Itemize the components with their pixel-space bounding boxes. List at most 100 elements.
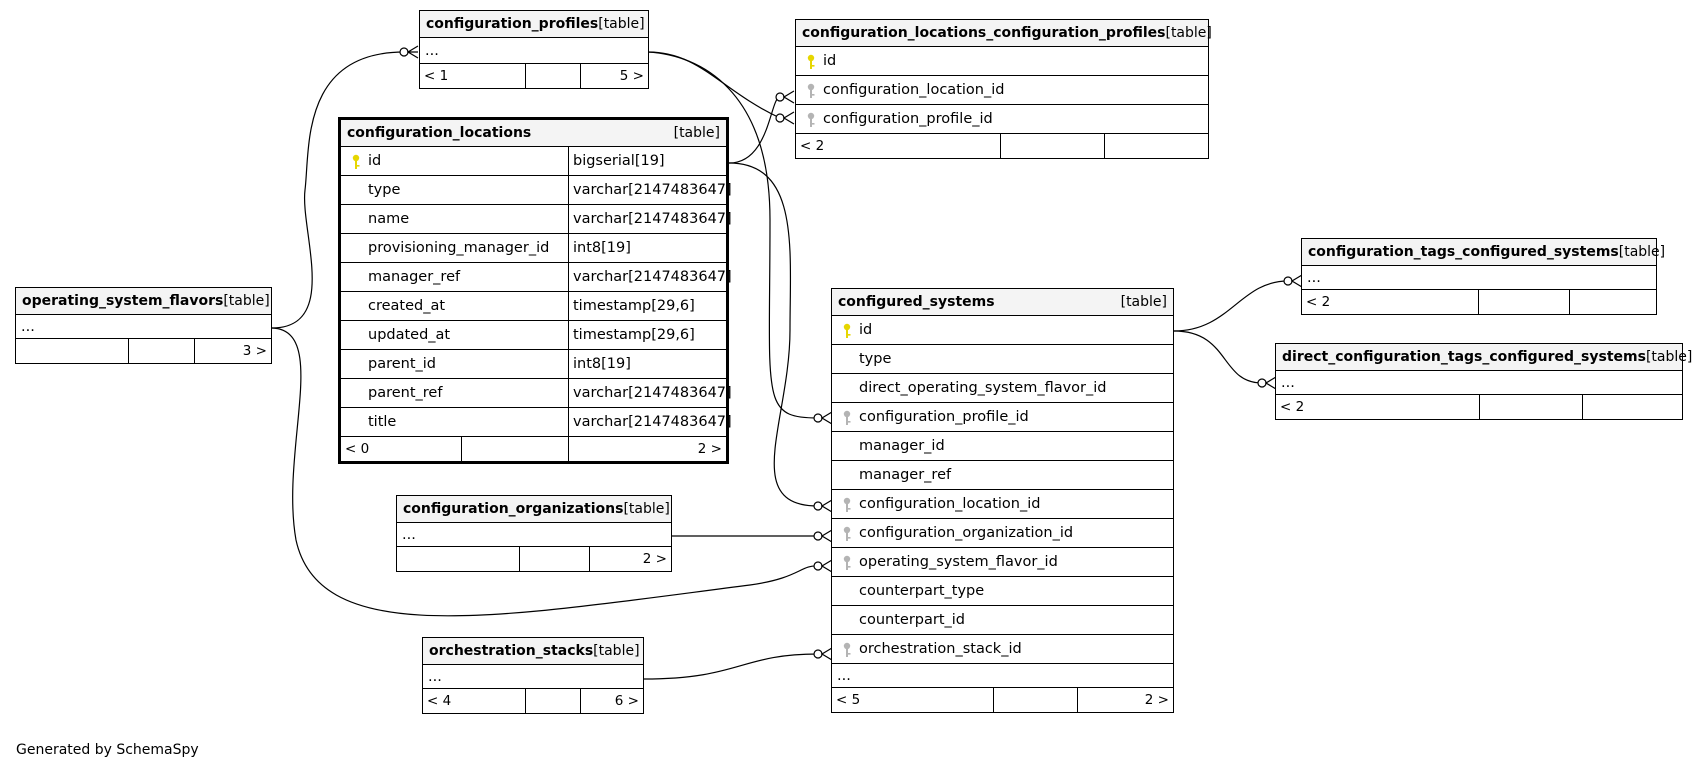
parents-count[interactable]: < 4: [427, 693, 452, 709]
table-tag: [table]: [223, 293, 270, 309]
foreign-key-icon: [843, 642, 851, 657]
children-count[interactable]: [1582, 395, 1682, 419]
table-tag: [table]: [1165, 25, 1212, 41]
column-type: timestamp[29,6]: [568, 321, 726, 349]
table-tag: [table]: [1645, 349, 1693, 365]
table-name: configured_systems: [838, 294, 995, 310]
column-name: manager_ref: [859, 467, 952, 483]
table-direct-configuration-tags-configured-systems[interactable]: direct_configuration_tags_configured_sys…: [1275, 343, 1692, 420]
edge-locations-configured: [728, 162, 819, 507]
column-name: operating_system_flavor_id: [859, 554, 1058, 570]
table-name: configuration_locations_configuration_pr…: [802, 25, 1166, 41]
parents-count[interactable]: < 2: [800, 138, 825, 154]
column-name: orchestration_stack_id: [859, 641, 1022, 657]
children-count[interactable]: 6 >: [580, 689, 643, 713]
table-header: configuration_profiles [table]: [420, 11, 648, 38]
table-header: configuration_locations [table]: [341, 120, 726, 147]
edge-stacks-configured: [643, 653, 819, 680]
column-row[interactable]: counterpart_id: [832, 606, 1173, 635]
table-tag: [table]: [673, 125, 720, 141]
column-row[interactable]: orchestration_stack_id: [832, 635, 1173, 664]
column-type: timestamp[29,6]: [568, 292, 726, 320]
children-count[interactable]: [1569, 290, 1656, 314]
column-row[interactable]: configuration_organization_id: [832, 519, 1173, 548]
table-name: operating_system_flavors: [22, 293, 224, 309]
column-name: manager_id: [859, 438, 945, 454]
column-row[interactable]: counterpart_type: [832, 577, 1173, 606]
table-configuration-profiles[interactable]: configuration_profiles [table] ... < 1 5…: [419, 10, 649, 89]
edge-profiles-join: [647, 51, 781, 119]
children-count[interactable]: 2 >: [1077, 688, 1173, 712]
table-tag: [table]: [623, 501, 670, 517]
column-type: varchar[2147483647]: [568, 205, 732, 233]
ellipsis-text: ...: [402, 526, 416, 543]
parents-count[interactable]: < 5: [836, 692, 861, 708]
column-row[interactable]: manager_ref: [832, 461, 1173, 490]
column-name: created_at: [368, 298, 446, 314]
primary-key-icon: [807, 54, 815, 69]
column-name: id: [859, 322, 873, 338]
column-row[interactable]: configuration_location_id: [796, 76, 1208, 105]
more-columns-row: ...: [16, 315, 271, 339]
column-row[interactable]: configuration_location_id: [832, 490, 1173, 519]
column-row[interactable]: type: [832, 345, 1173, 374]
children-count[interactable]: 3 >: [194, 339, 271, 363]
table-configuration-locations-configuration-profiles[interactable]: configuration_locations_configuration_pr…: [795, 19, 1212, 159]
parents-count[interactable]: < 2: [1306, 294, 1331, 310]
parents-count[interactable]: [397, 547, 519, 571]
column-name: configuration_location_id: [859, 496, 1041, 512]
table-header: configuration_tags_configured_systems [t…: [1302, 239, 1665, 266]
table-footer: < 1 5 >: [420, 64, 648, 88]
parents-count[interactable]: < 1: [424, 68, 449, 84]
table-operating-system-flavors[interactable]: operating_system_flavors [table] ... 3 >: [15, 287, 272, 364]
ellipsis-text: ...: [837, 667, 851, 684]
table-name: configuration_locations: [347, 125, 532, 141]
table-configured-systems[interactable]: configured_systems [table] id type direc…: [831, 288, 1174, 713]
column-name: type: [859, 351, 892, 367]
column-row[interactable]: id: [832, 316, 1173, 345]
column-type: varchar[2147483647]: [568, 408, 732, 436]
table-configuration-organizations[interactable]: configuration_organizations [table] ... …: [396, 495, 672, 572]
table-orchestration-stacks[interactable]: orchestration_stacks [table] ... < 4 6 >: [422, 637, 644, 714]
table-tag: [table]: [598, 16, 645, 32]
parents-count[interactable]: [16, 339, 128, 363]
ellipsis-text: ...: [1307, 269, 1321, 286]
parents-count[interactable]: < 0: [345, 441, 370, 457]
column-row[interactable]: direct_operating_system_flavor_id: [832, 374, 1173, 403]
column-type: varchar[2147483647]: [568, 379, 732, 407]
primary-key-icon: [843, 323, 851, 338]
column-row[interactable]: created_at timestamp[29,6]: [341, 292, 726, 321]
children-count[interactable]: 2 >: [589, 547, 671, 571]
children-count[interactable]: 2 >: [568, 437, 726, 461]
table-name: configuration_tags_configured_systems: [1308, 244, 1619, 260]
parents-count[interactable]: < 2: [1280, 399, 1305, 415]
table-tag: [table]: [1120, 294, 1167, 310]
table-header: configuration_locations_configuration_pr…: [796, 20, 1212, 47]
foreign-key-icon: [843, 526, 851, 541]
column-name: configuration_profile_id: [859, 409, 1029, 425]
children-count[interactable]: [1104, 134, 1208, 158]
column-row[interactable]: id: [796, 47, 1208, 76]
foreign-key-icon: [843, 555, 851, 570]
column-row[interactable]: configuration_profile_id: [832, 403, 1173, 432]
column-name: id: [368, 153, 382, 169]
column-row[interactable]: configuration_profile_id: [796, 105, 1208, 134]
column-name: direct_operating_system_flavor_id: [859, 380, 1107, 396]
column-name: manager_ref: [368, 269, 461, 285]
column-row[interactable]: manager_id: [832, 432, 1173, 461]
column-row[interactable]: operating_system_flavor_id: [832, 548, 1173, 577]
table-footer: < 5 2 >: [832, 688, 1173, 712]
table-name: direct_configuration_tags_configured_sys…: [1282, 349, 1646, 365]
table-configuration-tags-configured-systems[interactable]: configuration_tags_configured_systems [t…: [1301, 238, 1665, 315]
children-count[interactable]: 5 >: [580, 64, 648, 88]
